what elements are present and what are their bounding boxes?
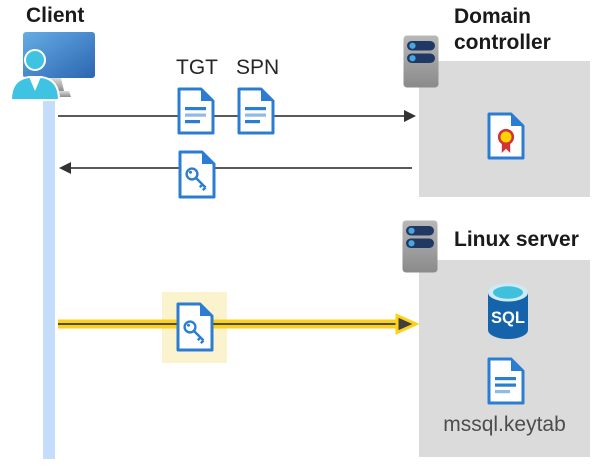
- spn-label: SPN: [236, 56, 280, 79]
- linux-server-icon: [402, 220, 438, 273]
- certificate-file-icon: [487, 112, 525, 160]
- keytab-document-icon: [487, 357, 525, 405]
- person-collar: [29, 78, 41, 91]
- tgt-document-icon: [177, 87, 215, 135]
- document-fold: [202, 152, 214, 164]
- arrowhead-left-icon: [59, 162, 71, 174]
- sql-database-icon: SQL: [488, 283, 528, 339]
- person-head: [24, 49, 46, 71]
- linux-server-title: Linux server: [454, 228, 579, 251]
- arrowhead-yellow-icon: [395, 313, 420, 335]
- ticket-key-file-icon: [178, 150, 216, 199]
- keytab-filename-label: mssql.keytab: [443, 413, 566, 436]
- document-fold: [511, 114, 523, 126]
- service-ticket-key-file-icon: [176, 302, 214, 352]
- sql-label: SQL: [491, 309, 525, 327]
- arrow-service-ticket: [58, 313, 420, 335]
- domain-controller-title: Domain controller: [454, 5, 551, 54]
- document-fold: [261, 89, 273, 101]
- tgt-label: TGT: [176, 56, 218, 79]
- document-fold: [201, 89, 213, 101]
- domain-controller-server-icon: [403, 35, 439, 88]
- client-workstation-icon: [9, 32, 95, 101]
- document-fold: [200, 304, 212, 316]
- document-fold: [511, 359, 523, 371]
- client-title: Client: [26, 4, 85, 27]
- seal-icon: [497, 128, 515, 146]
- client-lifeline: [43, 92, 55, 459]
- spn-document-icon: [237, 87, 275, 135]
- arrowhead-right-icon: [404, 110, 416, 122]
- arrow-ticket-response: [59, 162, 412, 174]
